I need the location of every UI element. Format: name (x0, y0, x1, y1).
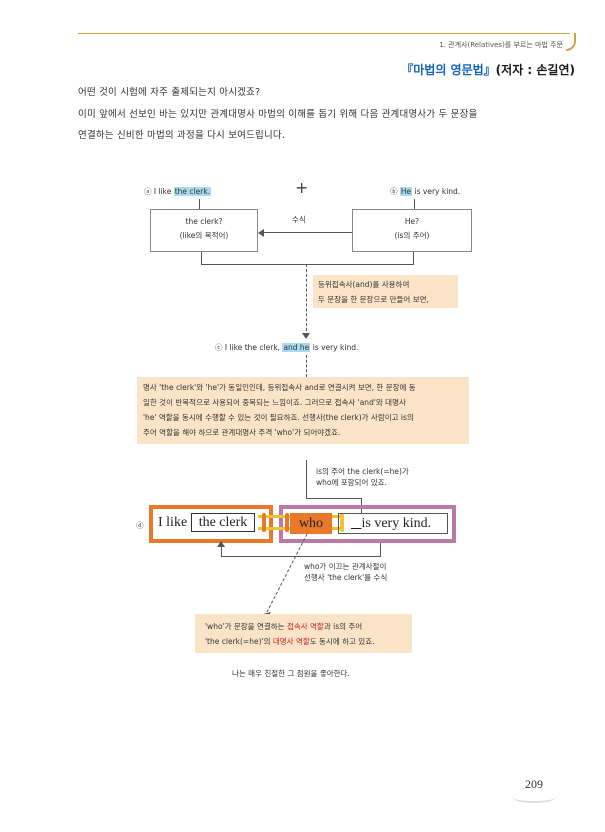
sentence-a: ⓐ I like the clerk. (144, 186, 212, 197)
flow-dashed-line-2 (306, 355, 307, 377)
note3-line1-post: 과 is의 주어 (323, 622, 363, 631)
d-is-very-kind-text: is very kind. (361, 516, 432, 531)
d-bracket-bottom (221, 556, 381, 557)
bracket-right (413, 252, 414, 264)
d-bracket-right (380, 543, 381, 557)
annot2-line-1: who가 이끄는 관계사절이 (304, 562, 387, 571)
right-box-line-2: (is의 주어) (394, 231, 430, 240)
sentence-c-pre: I like the clerk, (224, 343, 283, 352)
modify-arrow-line (262, 232, 352, 233)
who-dashed-pointer (263, 533, 308, 620)
link-knob-right (285, 513, 289, 532)
link-knob-left (262, 513, 266, 532)
d-who: who (290, 513, 332, 534)
sentence-c: ⓒ I like the clerk, and he is very kind. (215, 342, 358, 353)
marker-a: ⓐ (144, 187, 152, 196)
note-relative-pronoun-explanation: 명사 'the clerk'와 'he'가 동일인인데, 등위접속사 and로 … (137, 377, 469, 444)
marker-c: ⓒ (215, 343, 223, 352)
sentence-c-post: is very kind. (310, 343, 359, 352)
marker-b: ⓑ (390, 187, 398, 196)
d-bracket-left (221, 543, 222, 557)
note3-line1-red: 접속사 역할 (286, 622, 324, 631)
plus-sign: + (295, 178, 309, 197)
note3-line2-pre: 'the clerk(=he)'의 (205, 637, 273, 646)
note2-line-4: 주어 역할을 해야 하므로 관계대명사 주격 'who'가 되어야겠죠. (143, 428, 341, 437)
sentence-a-text: I like (153, 187, 174, 196)
d-is-very-kind: is very kind. (338, 513, 448, 534)
note3-line-2: 'the clerk(=he)'의 대명사 역할도 동시에 하고 있죠. (205, 634, 412, 649)
d-gap-underline (351, 516, 362, 531)
annot2-line-2: 선행사 'the clerk'를 수식 (304, 573, 388, 582)
d-i-like: I like (158, 515, 188, 530)
left-box-clerk: the clerk? (like의 목적어) (150, 209, 258, 252)
bracket-bottom (201, 264, 414, 265)
sentence-c-highlight: and he (282, 343, 311, 352)
page-number-decoration (512, 791, 556, 803)
annotation-relative-clause-modifies: who가 이끄는 관계사절이 선행사 'the clerk'를 수식 (304, 561, 387, 583)
annot1-line-1: is의 주어 the clerk(=he)가 (316, 467, 409, 476)
note1-line-1: 등위접속사(and)를 사용하여 (318, 280, 410, 289)
page-number: 209 (525, 777, 543, 791)
link-bar-top (258, 515, 294, 518)
note3-line2-post: 도 동시에 하고 있죠. (309, 637, 375, 646)
header-hook-decoration (566, 33, 576, 51)
translation: 나는 매우 친절한 그 점원을 좋아한다. (232, 669, 350, 678)
note2-line-3: 'he' 역할을 동시에 수행할 수 있는 것이 필요하죠. 선행사(the c… (143, 413, 414, 422)
marker-d: ⓓ (136, 521, 144, 530)
annot1-pointer-left (306, 460, 307, 498)
note-coordinating-conjunction: 등위접속사(and)를 사용하여 두 문장을 한 문장으로 만들어 보면, (313, 275, 458, 308)
annotation-subject-included: is의 주어 the clerk(=he)가 who에 포함되어 있죠. (316, 466, 409, 488)
book-title-author: (저자 : 손길연) (495, 63, 575, 77)
note3-line1-pre: 'who'가 문장을 연결하는 (205, 622, 287, 631)
note3-line-1: 'who'가 문장을 연결하는 접속사 역할과 is의 주어 (205, 619, 412, 634)
note3-line2-red: 대명사 역할 (272, 637, 310, 646)
annot1-pointer-bottom (306, 498, 362, 499)
bracket-left (201, 252, 202, 264)
chapter-title: 1. 관계사(Relatives)를 부르는 마법 주문 (439, 41, 563, 49)
flow-dashed-line-1 (306, 264, 307, 336)
note1-line-2: 두 문장을 한 문장으로 만들어 보면, (318, 295, 429, 304)
left-box-line-2: (like의 목적어) (179, 231, 229, 240)
modify-arrow-head (258, 229, 264, 237)
annot1-line-2: who에 포함되어 있죠. (316, 478, 387, 487)
link-bar-bottom (258, 527, 294, 530)
header-rule (78, 33, 570, 34)
sentence-b-highlight: He (399, 187, 413, 196)
left-box-line-1: the clerk? (185, 217, 223, 226)
right-box-he: He? (is의 주어) (352, 209, 472, 252)
book-title-main: 『마법의 영문법』 (401, 63, 496, 77)
book-title: 『마법의 영문법』(저자 : 손길연) (401, 61, 575, 78)
link-knob-who (340, 513, 344, 532)
sentence-b: ⓑ He is very kind. (390, 186, 460, 197)
intro-line-2: 이미 앞에서 선보인 바는 있지만 관계대명사 마법의 이해를 돕기 위해 다음… (78, 109, 478, 120)
relative-clause-frame (279, 505, 456, 543)
d-the-clerk: the clerk (191, 513, 255, 532)
intro-line-3: 연결하는 신비한 마법의 과정을 다시 보여드립니다. (78, 130, 286, 141)
note2-line-2: 일한 것이 반복적으로 사용되어 중복되는 느낌이죠. 그러므로 접속사 'an… (143, 398, 406, 407)
intro-line-1: 어떤 것이 시험에 자주 출제되는지 아시겠죠? (78, 87, 261, 98)
sentence-b-text: is very kind. (412, 187, 461, 196)
d-bracket-arrow (217, 541, 225, 547)
flow-arrow-1 (302, 333, 310, 339)
modify-label: 수식 (292, 215, 306, 224)
main-clause-frame (149, 505, 273, 543)
right-box-line-1: He? (404, 217, 420, 226)
connector-a (199, 199, 200, 209)
sentence-a-highlight: the clerk. (173, 187, 212, 196)
note-who-dual-role: 'who'가 문장을 연결하는 접속사 역할과 is의 주어 'the cler… (195, 614, 412, 653)
connector-b (414, 199, 415, 209)
note2-line-1: 명사 'the clerk'와 'he'가 동일인인데, 등위접속사 and로 … (143, 383, 416, 392)
